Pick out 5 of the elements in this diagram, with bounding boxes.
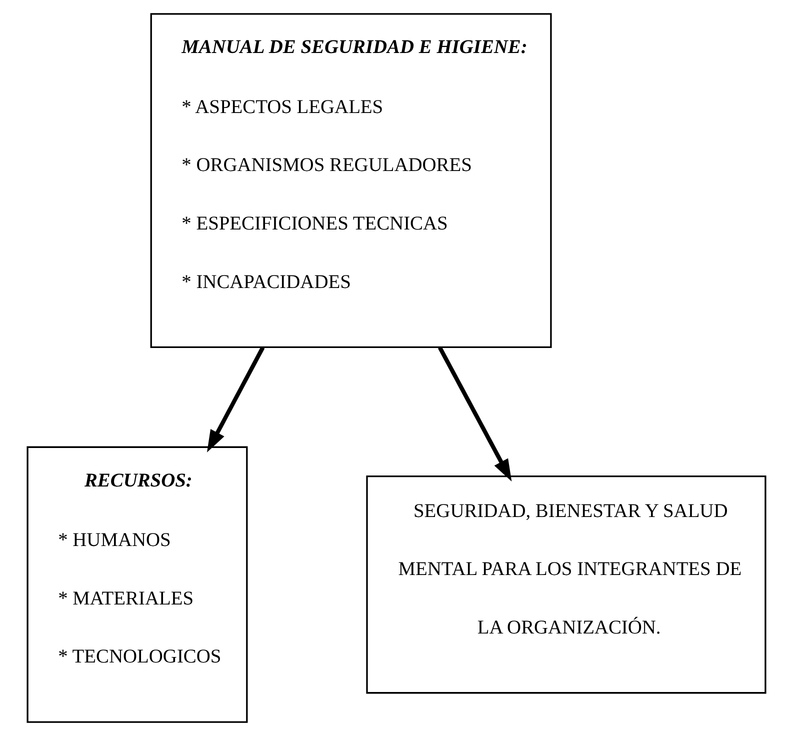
node-box: RECURSOS: * HUMANOS * MATERIALES * TECNOLOGICOS: [26, 446, 248, 723]
node-box: MANUAL DE SEGURIDAD E HIGIENE: * ASPECTOS LEGALES * ORGANISMOS REGULADORES * ESPECIFICIONES TECNICAS * INCAPACIDADES: [150, 13, 552, 348]
arrow: [206, 346, 265, 452]
arrow: [438, 346, 512, 482]
node-box: SEGURIDAD, BIENESTAR Y SALUD MENTAL PARA LOS INTEGRANTES DE LA ORGANIZACIÓN.: [366, 475, 766, 694]
